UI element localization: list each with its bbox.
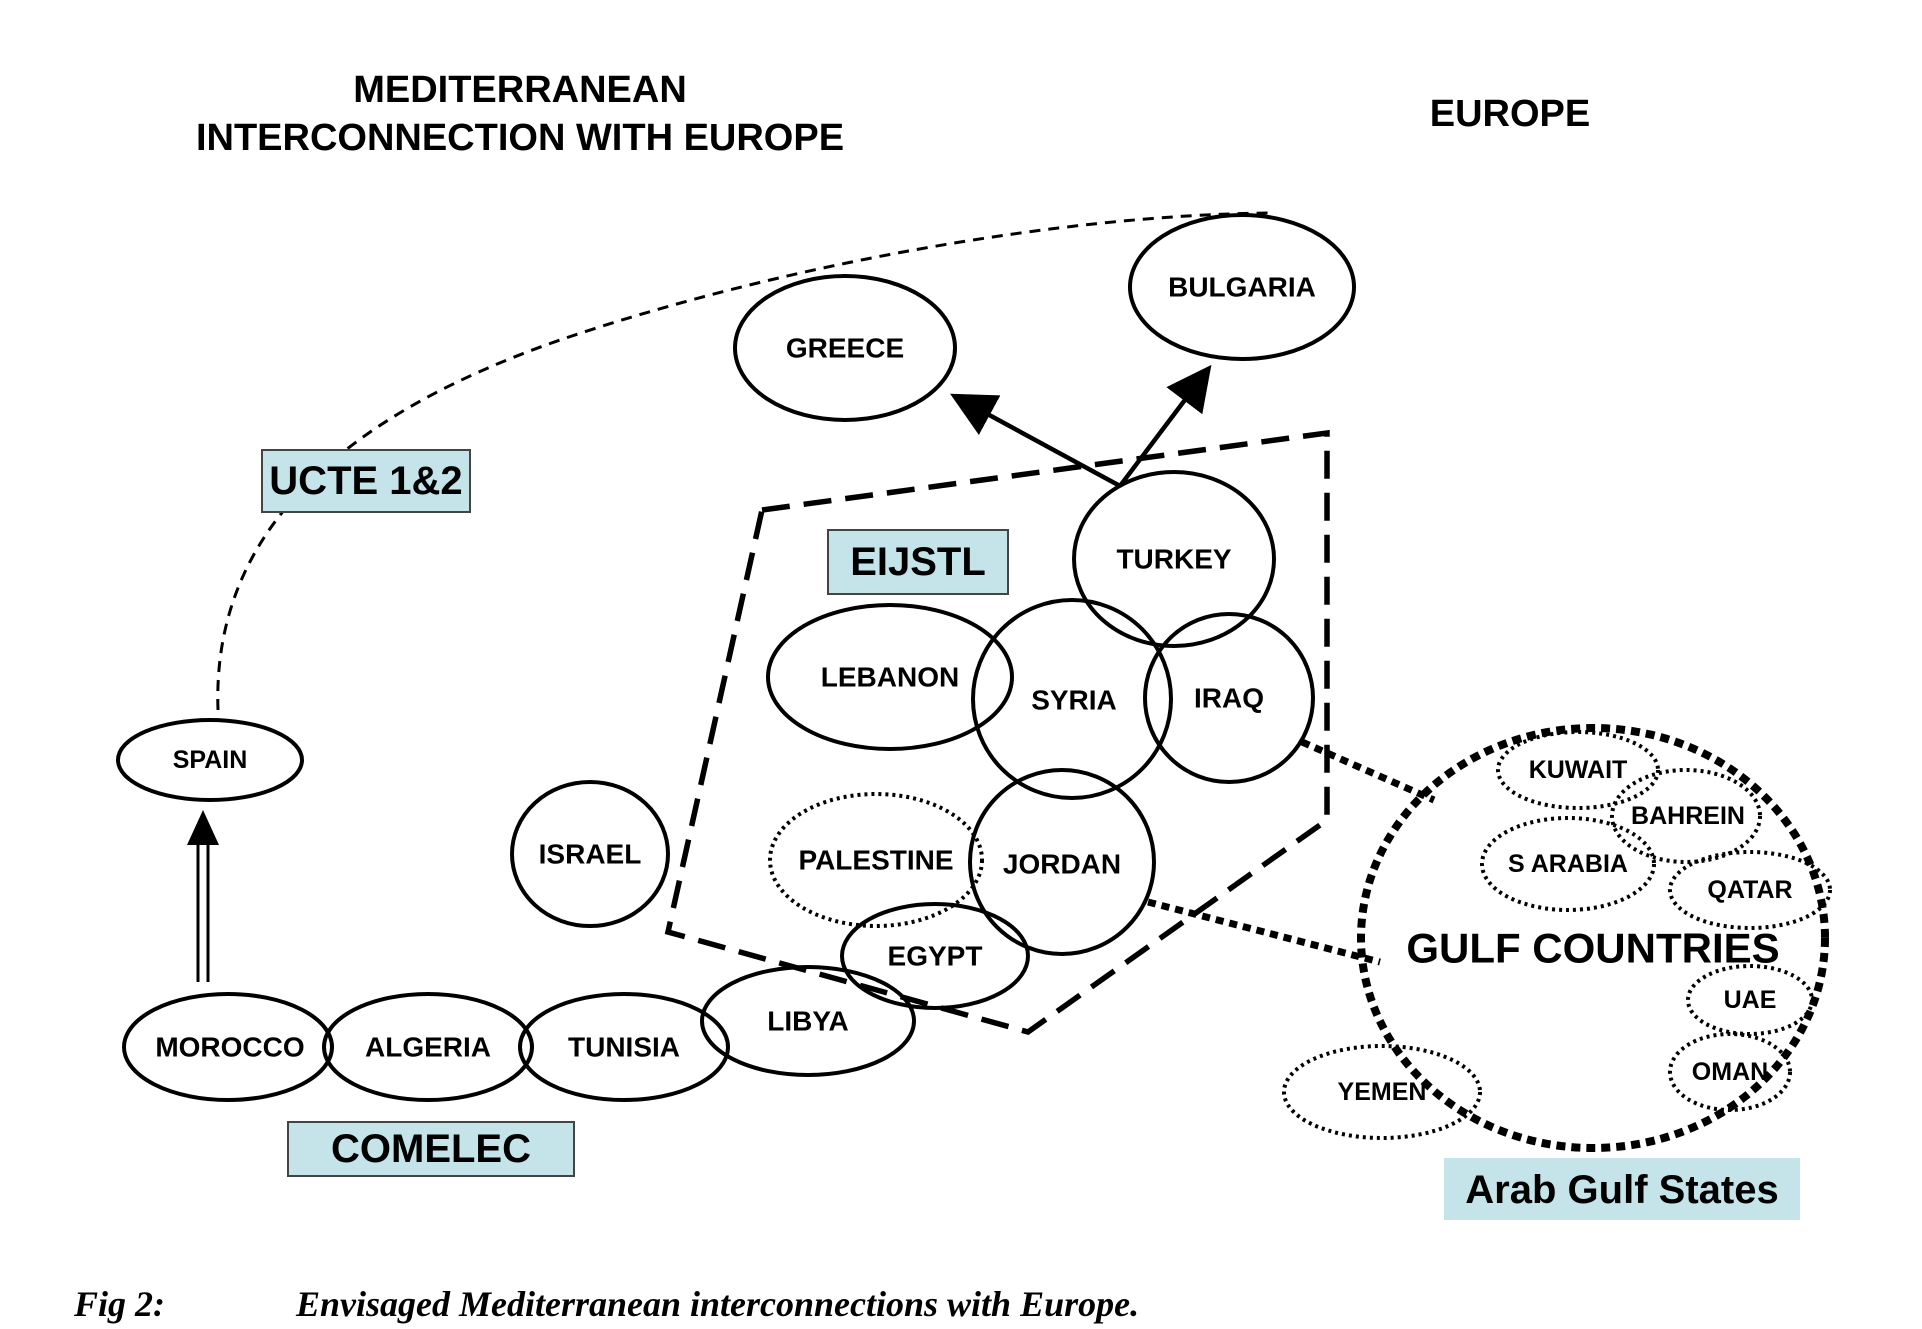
title-europe: EUROPE [1430,93,1590,135]
country-jordan: JORDAN [968,768,1156,956]
israel-label: ISRAEL [539,839,642,870]
kuwait-label: KUWAIT [1529,756,1628,784]
bahrein-label: BAHREIN [1631,802,1745,830]
title-mediterranean-line1: MEDITERRANEAN [353,69,687,111]
jordan-label: JORDAN [1003,849,1121,880]
comelec-box: COMELEC [287,1121,575,1177]
country-lebanon: LEBANON [766,603,1014,751]
country-tunisia: TUNISIA [518,992,730,1102]
gulf-yemen: YEMEN [1282,1044,1482,1140]
oman-label: OMAN [1692,1058,1768,1086]
egypt-label: EGYPT [888,941,983,972]
ucte-label: UCTE 1&2 [269,459,462,503]
uae-label: UAE [1724,986,1777,1014]
tunisia-label: TUNISIA [568,1032,680,1063]
ucte-connection-arc [216,211,1271,711]
gulf-countries-label: GULF COUNTRIES [1406,925,1779,972]
arab-gulf-box: Arab Gulf States [1444,1158,1800,1220]
palestine-label: PALESTINE [798,845,953,876]
turkey-to-greece-arrow [950,393,1122,488]
eijstl-label: EIJSTL [850,540,986,584]
gulf-s-arabia: S ARABIA [1480,816,1656,912]
gulf-uae: UAE [1686,964,1814,1036]
ucte-box: UCTE 1&2 [261,449,471,513]
gulf-kuwait: KUWAIT [1496,730,1660,810]
s-arabia-label: S ARABIA [1508,850,1628,878]
country-israel: ISRAEL [510,780,670,928]
country-turkey: TURKEY [1072,470,1276,648]
spain-label: SPAIN [173,746,248,774]
country-iraq: IRAQ [1143,612,1315,784]
country-morocco: MOROCCO [122,992,334,1102]
iraq-label: IRAQ [1194,683,1264,714]
morocco-label: MOROCCO [155,1032,304,1063]
greece-label: GREECE [786,333,904,364]
gulf-countries-circle [1357,724,1829,1152]
gulf-oman: OMAN [1668,1032,1792,1112]
country-bulgaria: BULGARIA [1128,213,1356,361]
jordan-gulf-link [1147,898,1381,966]
turkey-to-bulgaria-arrow [1118,364,1212,488]
iraq-gulf-link [1300,738,1436,804]
country-libya: LIBYA [700,965,916,1077]
country-spain: SPAIN [116,718,304,802]
country-palestine: PALESTINE [768,792,984,928]
libya-label: LIBYA [767,1006,848,1037]
syria-label: SYRIA [1031,685,1117,716]
turkey-label: TURKEY [1116,544,1231,575]
bulgaria-label: BULGARIA [1168,272,1316,303]
title-mediterranean-line2: INTERCONNECTION WITH EUROPE [196,117,844,159]
morocco-to-spain-arrow [187,810,219,845]
country-algeria: ALGERIA [322,992,534,1102]
yemen-label: YEMEN [1338,1078,1427,1106]
country-greece: GREECE [733,274,957,422]
caption-text: Envisaged Mediterranean interconnections… [295,1284,1139,1324]
lebanon-label: LEBANON [821,662,959,693]
qatar-label: QATAR [1707,876,1792,904]
country-syria: SYRIA [971,598,1173,800]
caption-label: Fig 2: [73,1284,165,1324]
algeria-label: ALGERIA [365,1032,491,1063]
eijstl-region [664,429,1330,1035]
gulf-qatar: QATAR [1668,850,1832,930]
arab-gulf-label: Arab Gulf States [1465,1168,1778,1212]
country-egypt: EGYPT [840,902,1030,1010]
eijstl-box: EIJSTL [827,529,1009,595]
gulf-bahrein: BAHREIN [1610,768,1762,864]
comelec-label: COMELEC [331,1127,531,1171]
